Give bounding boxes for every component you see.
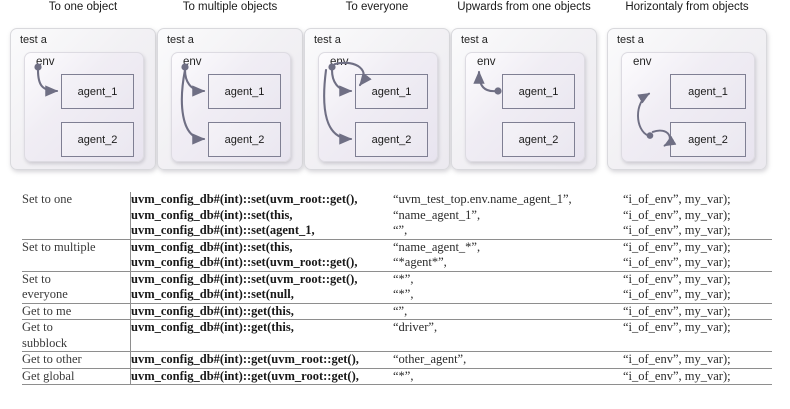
env-label: env bbox=[36, 56, 55, 68]
env-container: env agent_1 agent_2 bbox=[621, 52, 755, 162]
test-container: test a env agent_1 agent_2 bbox=[157, 28, 303, 170]
agent-label: agent_1 bbox=[518, 85, 559, 98]
test-label: test a bbox=[167, 34, 194, 46]
agent-box-1: agent_1 bbox=[502, 74, 575, 109]
env-container: env agent_1 agent_2 bbox=[465, 52, 585, 162]
tail-args: “i_of_env”, my_var); bbox=[623, 351, 772, 369]
test-label: test a bbox=[461, 34, 488, 46]
agent-label: agent_1 bbox=[688, 85, 728, 98]
code-call: uvm_config_db#(int)::set(uvm_root::get()… bbox=[130, 270, 393, 304]
env-container: env agent_1 agent_2 bbox=[171, 52, 291, 162]
tail-args: “i_of_env”, my_var); bbox=[623, 367, 772, 385]
tail-args: “i_of_env”, my_var);“i_of_env”, my_var); bbox=[623, 270, 772, 304]
env-container: env agent_1 agent_2 bbox=[318, 52, 438, 162]
diagram-title: To multiple objects bbox=[182, 1, 278, 13]
agent-label: agent_1 bbox=[371, 85, 412, 98]
arg-string: “uvm_test_top.env.name_agent_1”,“name_ag… bbox=[393, 192, 623, 240]
agent-box-1: agent_1 bbox=[355, 74, 428, 109]
arg-string: “”, bbox=[393, 302, 623, 320]
diagram-title: Horizontaly from objects bbox=[625, 1, 749, 13]
arg-string: “name_agent_*”,“*agent*”, bbox=[393, 238, 623, 272]
row-label: Get to other bbox=[22, 351, 131, 369]
agent-label: agent_1 bbox=[77, 85, 118, 98]
code-call: uvm_config_db#(int)::get(uvm_root::get()… bbox=[130, 351, 393, 369]
arg-string: “*”,“*”, bbox=[393, 270, 623, 304]
diagram-panel-4: Upwards from one objects test a env agent_1… bbox=[451, 0, 597, 170]
diagram-panel-5: Horizontaly from objects test a env agent_1… bbox=[607, 0, 767, 170]
test-label: test a bbox=[617, 34, 644, 46]
test-label: test a bbox=[20, 34, 47, 46]
arg-string: “other_agent”, bbox=[393, 351, 623, 369]
diagram-title: Upwards from one objects bbox=[457, 1, 591, 13]
agent-box-2: agent_2 bbox=[208, 122, 281, 157]
diagram-panel-3: To everyone test a env agent_1 agent_2 bbox=[304, 0, 450, 170]
env-label: env bbox=[477, 56, 496, 68]
env-label: env bbox=[330, 56, 349, 68]
code-call: uvm_config_db#(int)::get(this, bbox=[130, 319, 393, 352]
env-label: env bbox=[633, 56, 652, 68]
agent-box-2: agent_2 bbox=[502, 122, 575, 157]
agent-label: agent_2 bbox=[518, 133, 559, 146]
agent-box-1: agent_1 bbox=[670, 74, 746, 109]
row-label: Set to multiple bbox=[22, 238, 131, 272]
arg-string: “driver”, bbox=[393, 319, 623, 352]
agent-label: agent_2 bbox=[224, 133, 265, 146]
agent-box-2: agent_2 bbox=[61, 122, 134, 157]
agent-label: agent_2 bbox=[77, 133, 118, 146]
agent-label: agent_1 bbox=[224, 85, 265, 98]
diagram-title: To one object bbox=[48, 1, 118, 13]
env-label: env bbox=[183, 56, 202, 68]
row-label: Get to me bbox=[22, 302, 131, 320]
agent-box-1: agent_1 bbox=[61, 74, 134, 109]
test-label: test a bbox=[314, 34, 341, 46]
diagram-panel-1: To one object test a env agent_1 agent_2 bbox=[10, 0, 156, 170]
arg-string: “*”, bbox=[393, 367, 623, 385]
agent-box-2: agent_2 bbox=[670, 122, 746, 157]
row-label: Set to one bbox=[22, 192, 131, 240]
tail-args: “i_of_env”, my_var);“i_of_env”, my_var);… bbox=[623, 192, 772, 240]
code-call: uvm_config_db#(int)::set(this,uvm_config… bbox=[130, 238, 393, 272]
row-label: Get global bbox=[22, 367, 131, 385]
agent-box-1: agent_1 bbox=[208, 74, 281, 109]
test-container: test a env agent_1 agent_2 bbox=[451, 28, 597, 170]
agent-label: agent_2 bbox=[688, 133, 728, 146]
agent-box-2: agent_2 bbox=[355, 122, 428, 157]
env-container: env agent_1 agent_2 bbox=[24, 52, 144, 162]
code-call: uvm_config_db#(int)::set(uvm_root::get()… bbox=[130, 192, 393, 240]
test-container: test a env agent_1 agent_2 bbox=[607, 28, 767, 170]
tail-args: “i_of_env”, my_var); bbox=[623, 302, 772, 320]
agent-label: agent_2 bbox=[371, 133, 412, 146]
code-call: uvm_config_db#(int)::get(this, bbox=[130, 302, 393, 320]
tail-args: “i_of_env”, my_var);“i_of_env”, my_var); bbox=[623, 238, 772, 272]
code-call: uvm_config_db#(int)::get(uvm_root::get()… bbox=[130, 367, 393, 385]
tail-args: “i_of_env”, my_var); bbox=[623, 319, 772, 352]
test-container: test a env agent_1 agent_2 bbox=[10, 28, 156, 170]
test-container: test a env agent_1 agent_2 bbox=[304, 28, 450, 170]
diagram-title: To everyone bbox=[345, 1, 409, 13]
